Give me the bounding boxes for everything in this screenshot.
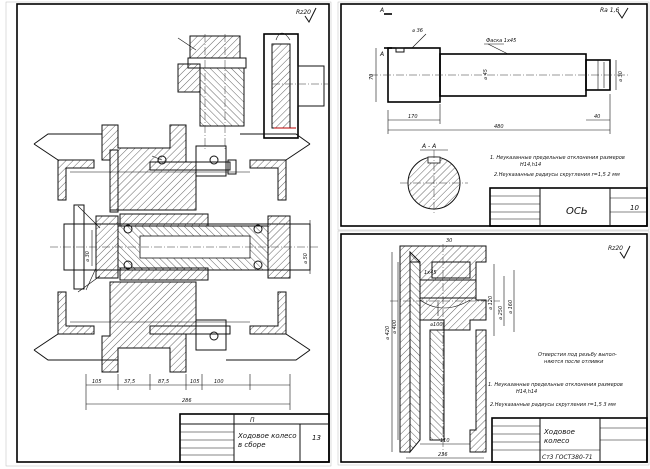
assembly-title-line1: Ходовое колесо — [237, 432, 297, 440]
axle-dim-right: 40 — [594, 114, 600, 120]
axle-dim-right-dia: ⌀ 30 — [618, 71, 624, 82]
wheel-dim-hub: ⌀ 120 — [488, 296, 494, 310]
axle-note-1: 1. Неуказанные предельные отклонения раз… — [490, 155, 625, 161]
wheel-note-1: 1. Неуказанные предельные отклонения раз… — [488, 382, 623, 388]
assembly-dim-4: 105 — [190, 379, 200, 385]
wheel-dimensions: ⌀ 420 ⌀ 400 ⌀ 120 ⌀ 250 ⌀ 160 236 110 30 — [385, 238, 515, 459]
roughness-mark-axle: Ra 1,6 — [600, 7, 629, 19]
assembly-code: 13 — [312, 434, 321, 442]
assembly-sheet: Rz20 — [5, 1, 332, 467]
wheel-dim-mid: ⌀ 250 — [498, 306, 504, 320]
axle-title: ОСЬ — [566, 206, 588, 217]
axle-roughness-label: Ra 1,6 — [600, 7, 619, 14]
balloon-leaders — [77, 37, 197, 293]
wheel-sheet: Rz20 1x45 ⌀100 ⌀ 420 ⌀ 400 ⌀ 120 — [337, 230, 650, 466]
assembly-title-block: П Ходовое колесо в сборе 13 — [179, 413, 330, 463]
axle-dim-height: 70 — [369, 74, 375, 80]
section-mark-bottom: A — [379, 51, 384, 58]
roughness-mark-wheel: Rz20 — [608, 245, 631, 259]
wheel-body-lower — [33, 133, 311, 373]
wheel-body-upper — [57, 124, 287, 213]
assembly-dim-3: 87,5 — [158, 379, 169, 385]
wheel-note-2: 2.Неуказанные радиусы скругления r=1,5 3… — [490, 402, 616, 408]
assembly-dim-bore: ⌀ 30 — [85, 251, 91, 262]
axle-dimensions: 170 480 40 70 ⌀ 45 ⌀ 30 — [369, 48, 624, 134]
axle-note-2: 2.Неуказанные радиусы скругления r=1,5 2… — [494, 172, 620, 178]
axle-section: А - А — [400, 143, 468, 214]
assembly-title-line2: в сборе — [238, 441, 266, 449]
wheel-label-thread: 1x45 — [424, 270, 437, 276]
axle-dim-left: 170 — [408, 114, 418, 120]
wheel-dim-rim: ⌀ 400 — [392, 320, 398, 334]
gear-housing — [177, 32, 330, 150]
wheel-title-line2: колесо — [544, 437, 569, 445]
axle-feature-chamfer: Фаска 1х45 — [486, 38, 516, 44]
axle-sheet: Ra 1,6 A A ⌀ 36 Фаска 1х45 — [337, 1, 650, 231]
assembly-sheet-mark: П — [250, 417, 255, 424]
wheel-roughness-label: Rz20 — [608, 245, 623, 252]
assembly-dim-5: 100 — [214, 379, 224, 385]
assembly-dim-total: 286 — [182, 398, 192, 404]
assembly-frame — [16, 3, 330, 463]
wheel-dim-r1: ⌀ 160 — [508, 300, 514, 314]
wheel-material: Ст3 ГОСТ380-71 — [542, 454, 593, 461]
axle-profile — [370, 47, 630, 103]
shaft-assembly — [50, 204, 320, 290]
wheel-dim-width-top: 30 — [446, 238, 452, 244]
wheel-profile — [390, 244, 500, 456]
roughness-mark: Rz20 — [296, 7, 317, 23]
roughness-mark-label: Rz20 — [296, 9, 311, 16]
assembly-dimensions: 105 37,5 87,5 105 100 286 ⌀ 50 ⌀ 30 — [85, 220, 311, 410]
wheel-title-block: Ходовое колесо Ст3 ГОСТ380-71 — [491, 417, 648, 463]
wheel-dim-outer: ⌀ 420 — [385, 326, 391, 340]
wheel-title-line1: Ходовое — [543, 428, 575, 436]
axle-dim-main: ⌀ 45 — [483, 69, 489, 80]
axle-section-title: А - А — [421, 143, 436, 150]
section-mark-top: A — [379, 7, 384, 14]
assembly-dim-1: 105 — [92, 379, 102, 385]
wheel-note-1b: H14,h14 — [516, 389, 537, 395]
axle-note-1b: H14,h14 — [520, 162, 541, 168]
axle-title-block: ОСЬ 10 — [489, 187, 648, 227]
wheel-note-0b: няются после отливки — [544, 359, 604, 365]
wheel-dim-width-total: 236 — [438, 452, 448, 458]
wheel-label-bore: ⌀100 — [430, 322, 443, 328]
assembly-dim-2: 37,5 — [124, 379, 135, 385]
axle-code: 10 — [630, 204, 639, 212]
axle-dim-total: 480 — [494, 124, 504, 130]
wheel-dim-width-mid: 110 — [440, 438, 450, 444]
assembly-dim-shaft: ⌀ 50 — [303, 253, 309, 264]
wheel-note-0a: Отверстия под резьбу выпол- — [538, 352, 617, 358]
axle-feature-bore: ⌀ 36 — [412, 28, 423, 34]
